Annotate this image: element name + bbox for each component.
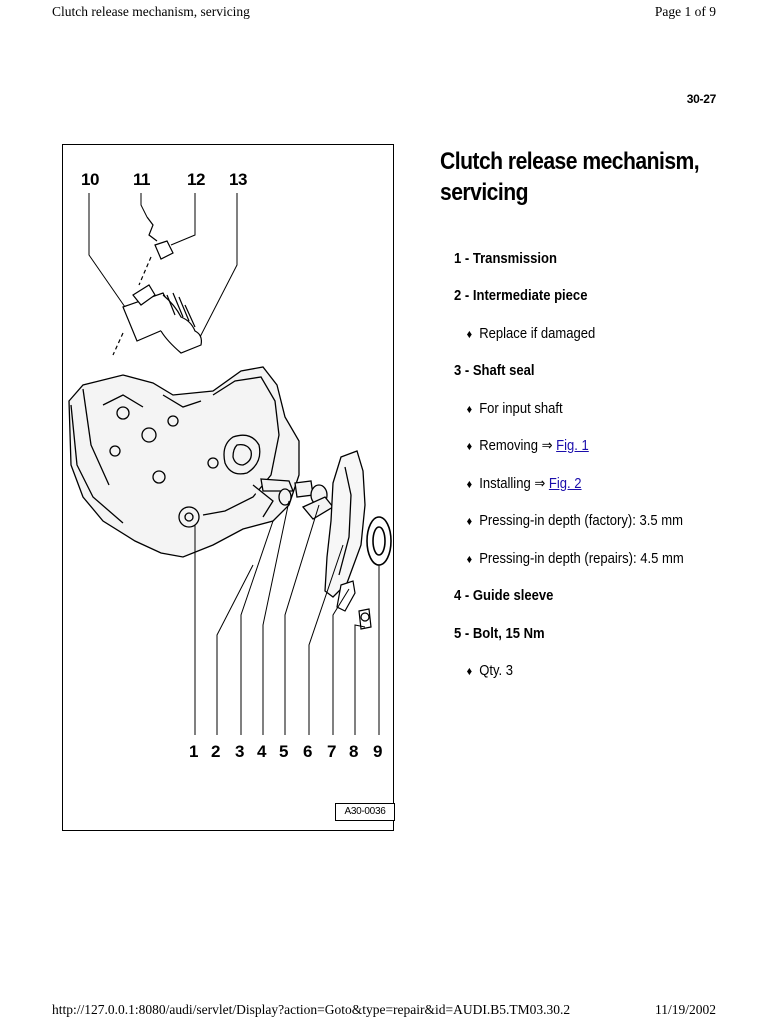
list-item-text: 2 - Intermediate piece [454,288,588,305]
guide-sleeve-and-bolt-drawing [336,580,372,630]
callout-12: 12 [187,170,205,189]
callout-1: 1 [189,742,198,761]
diamond-bullet-icon: ♦ [466,326,473,341]
footer-url: http://127.0.0.1:8080/audi/servlet/Displ… [52,1002,571,1017]
list-item-text: Pressing-in depth (factory): 3.5 mm [479,513,684,530]
callout-10: 10 [81,170,99,189]
slave-cylinder-drawing [112,216,202,356]
diamond-bullet-icon: ♦ [466,664,473,679]
list-item-text: Pressing-in depth (repairs): 4.5 mm [479,550,684,567]
list-sub-item: ♦ Pressing-in depth (factory): 3.5 mm [454,503,724,541]
section-title: Clutch release mechanism, servicing [440,146,704,208]
section-title-line1: Clutch release mechanism, [440,148,700,175]
list-item: 5 - Bolt, 15 Nm [454,615,724,653]
diamond-bullet-icon: ♦ [466,401,473,416]
footer-date: 11/19/2002 [654,1002,716,1017]
list-item-text: Qty. 3 [479,663,514,680]
callout-4: 4 [257,742,267,761]
callout-9: 9 [373,742,382,761]
list-item: 2 - Intermediate piece [454,278,724,316]
callout-11: 11 [133,170,150,189]
callout-5: 5 [279,742,288,761]
section-title-line2: servicing [440,179,529,206]
diamond-bullet-icon: ♦ [466,514,473,529]
list-item-text: 3 - Shaft seal [454,363,535,380]
list-sub-item: ♦ For input shaft [454,390,724,428]
list-sub-item: ♦ Qty. 3 [454,653,724,691]
callout-8: 8 [349,742,358,761]
list-sub-item: ♦ Installing ⇒ Fig. 2 [454,465,724,503]
shaft-seal-drawing [366,516,392,566]
list-item-text: For input shaft [479,400,563,417]
diamond-bullet-icon: ♦ [466,476,473,491]
page-code: 30-27 [686,92,717,106]
figure-link[interactable]: Fig. 2 [548,475,582,492]
list-item: 1 - Transmission [454,240,724,278]
list-item-text: 4 - Guide sleeve [454,588,554,605]
list-item-text: 5 - Bolt, 15 Nm [454,625,545,642]
component-list: 1 - Transmission 2 - Intermediate piece ♦ R… [454,240,754,690]
list-item: 3 - Shaft seal [454,353,724,391]
document-title-header: Clutch release mechanism, servicing [52,4,250,19]
figure-code: A30-0036 [335,803,395,821]
list-sub-item: ♦ Pressing-in depth (repairs): 4.5 mm [454,540,724,578]
list-sub-item: ♦ Removing ⇒ Fig. 1 [454,428,724,466]
intermediate-piece-drawing [324,450,366,598]
list-item-text: Installing ⇒ [479,475,549,492]
transmission-housing-drawing [68,366,334,558]
callout-7: 7 [327,742,336,761]
callout-3: 3 [235,742,244,761]
list-item-text: Replace if damaged [479,325,596,342]
list-sub-item: ♦ Replace if damaged [454,315,724,353]
transmission-drawing: 10 11 12 13 [68,170,392,761]
page-indicator: Page 1 of 9 [654,4,716,19]
diamond-bullet-icon: ♦ [466,551,473,566]
figure-link[interactable]: Fig. 1 [556,438,589,455]
exploded-view-figure: 10 11 12 13 [62,144,395,831]
top-leader-lines [88,193,238,340]
list-item: 4 - Guide sleeve [454,578,724,616]
callout-6: 6 [303,742,312,761]
callout-13: 13 [229,170,247,189]
diamond-bullet-icon: ♦ [466,439,473,454]
callout-2: 2 [211,742,220,761]
list-item-text: 1 - Transmission [454,250,557,267]
bottom-leader-lines [194,500,380,735]
list-item-text: Removing ⇒ [479,438,557,455]
